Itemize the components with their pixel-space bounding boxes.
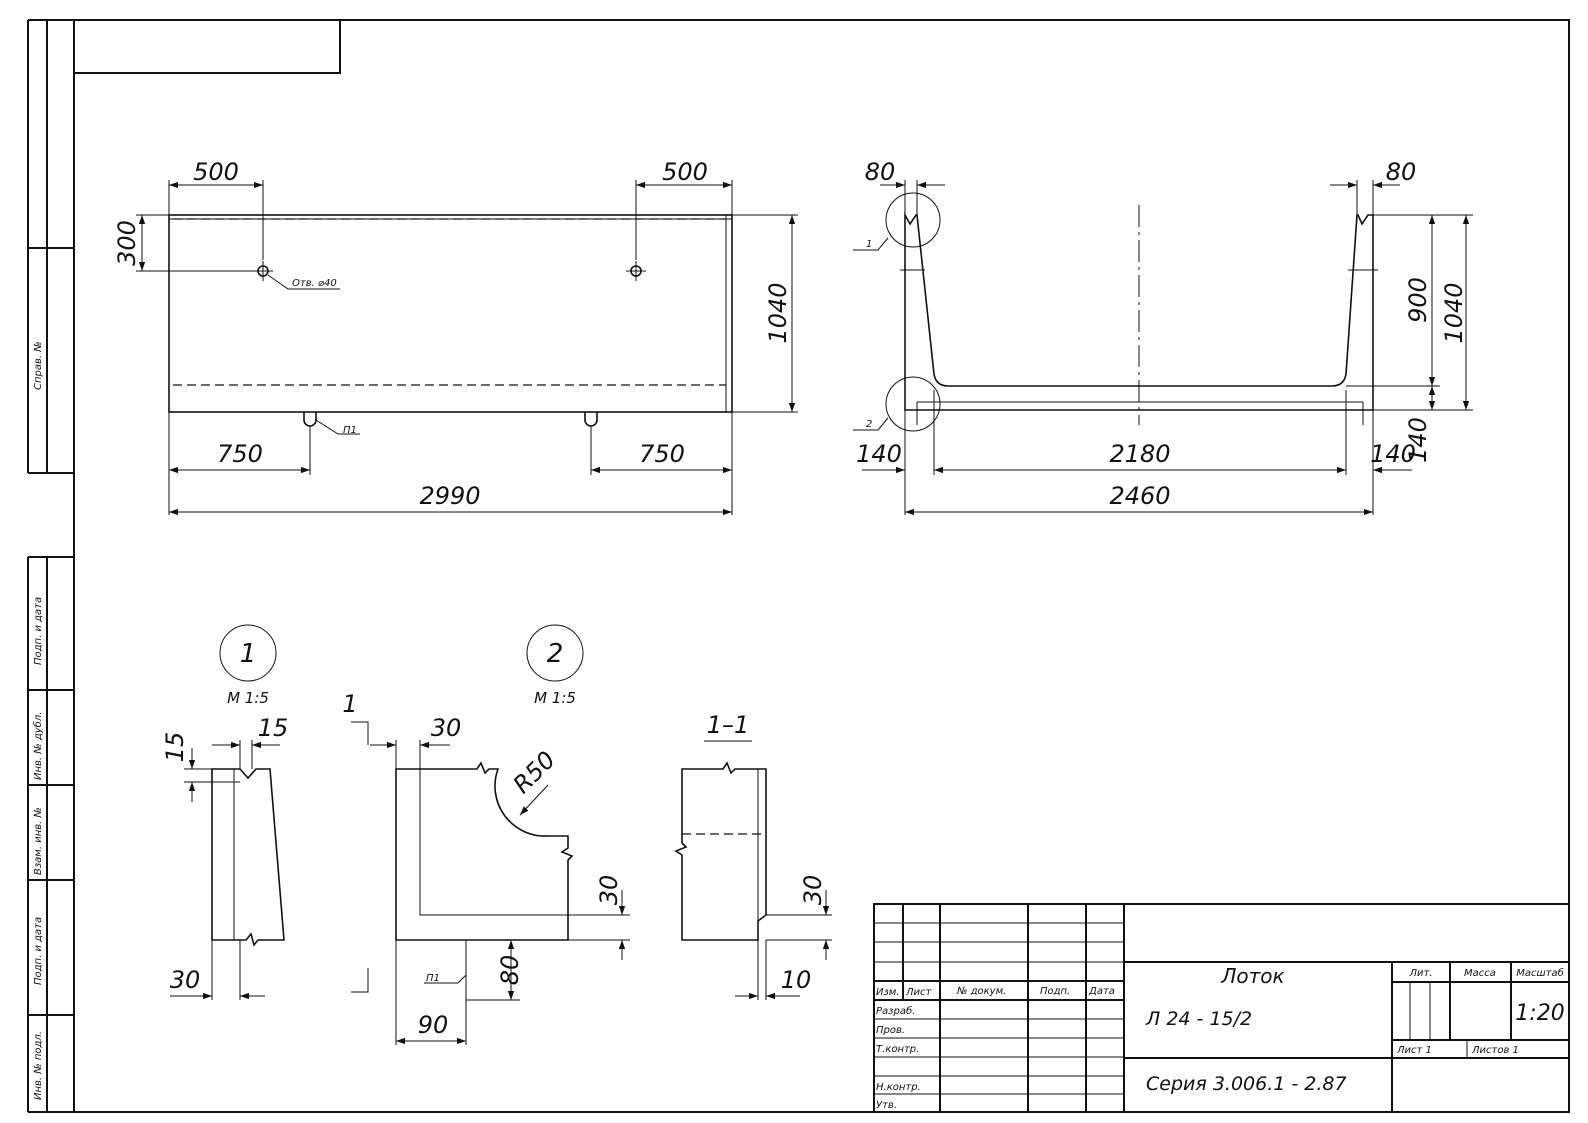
dim-section-1-1-bottom: 10: [781, 966, 812, 994]
tb-sheet: Лист 1: [1396, 1045, 1432, 1056]
dim-section-inner-height: 900: [1404, 277, 1432, 323]
dim-front-depth: 300: [113, 220, 141, 266]
callout-2-label: 2: [866, 419, 872, 430]
dim-front-right-hole: 500: [662, 158, 708, 186]
title-block: [873, 903, 1570, 1113]
dim-section-left-wall: 140: [856, 440, 902, 468]
product-code: Л 24 - 15/2: [1145, 1008, 1252, 1030]
side-stamp-replace: Взам. инв. №: [33, 807, 44, 875]
dim-detail-2-top: 30: [431, 714, 462, 742]
detail-1-scale: М 1:5: [227, 689, 269, 707]
dim-front-left-hole: 500: [193, 158, 239, 186]
dim-detail-1-width: 30: [170, 966, 201, 994]
detail-2-lug-note: П1: [426, 973, 440, 984]
dim-section-right-top: 80: [1386, 158, 1417, 186]
title-block-text: Изм. Лист № докум. Подп. Дата Разраб. Пр…: [876, 964, 1565, 1111]
tb-role-approved: Утв.: [876, 1100, 897, 1111]
callout-1-label: 1: [866, 239, 872, 250]
section-1-1-labels: 1–1 30 10: [707, 711, 827, 994]
side-stamp-sign-1: Подп. и дата: [33, 597, 44, 665]
tb-role-developer: Разраб.: [876, 1005, 915, 1017]
dim-section-1-1-side: 30: [799, 875, 827, 906]
dim-section-height: 1040: [1440, 282, 1468, 343]
tb-sheets: Листов 1: [1471, 1045, 1519, 1056]
front-view: [136, 180, 798, 516]
tb-role-checker: Пров.: [876, 1025, 905, 1036]
detail-2-scale: М 1:5: [534, 689, 576, 707]
detail-1-labels: 1 М 1:5 15 15 30: [161, 639, 288, 994]
detail-1-number: 1: [240, 639, 257, 669]
dim-section-width: 2460: [1109, 482, 1170, 510]
dim-detail-1-top: 15: [161, 732, 189, 763]
tb-scale-value: 1:20: [1515, 1001, 1564, 1026]
cross-section-view: [853, 180, 1473, 516]
side-stamp-sign-2: Подп. и дата: [33, 917, 44, 985]
side-stamp-orig: Инв. № подл.: [33, 1031, 44, 1100]
hole-note: Отв. ⌀40: [292, 278, 337, 289]
dim-detail-1-slope: 15: [258, 714, 289, 742]
side-stamp-dup: Инв. № дубл.: [32, 712, 44, 780]
series: Серия 3.006.1 - 2.87: [1146, 1073, 1347, 1095]
dim-detail-2-side: 30: [595, 875, 623, 906]
tb-header-date: Дата: [1088, 986, 1115, 997]
side-stamp-ref: Справ. №: [33, 341, 44, 390]
detail-2: [351, 624, 630, 1045]
section-1-1: [674, 740, 832, 1000]
dim-front-height: 1040: [764, 282, 792, 343]
dim-detail-2-width: 90: [418, 1011, 449, 1039]
tb-scale-header: Масштаб: [1516, 967, 1564, 979]
section-1-1-label: 1–1: [707, 711, 750, 739]
tb-header-sign: Подп.: [1040, 986, 1070, 997]
tb-role-norm-control: Н.контр.: [876, 1082, 921, 1093]
tb-header-doc: № докум.: [956, 986, 1006, 997]
section-cut-mark: 1: [342, 690, 357, 718]
tb-header-rev: Изм.: [876, 987, 900, 998]
side-stamp-labels: Справ. № Подп. и дата Инв. № дубл. Взам.…: [32, 341, 44, 1100]
dim-front-right-lug: 750: [639, 440, 685, 468]
product-name: Лоток: [1220, 964, 1284, 988]
tb-lit-header: Лит.: [1408, 968, 1432, 979]
tb-header-sheet: Лист: [905, 987, 933, 998]
dim-section-left-top: 80: [865, 158, 896, 186]
front-lug-note: П1: [343, 425, 357, 436]
dim-section-bottom: 140: [1404, 417, 1432, 463]
tb-role-tech-control: Т.контр.: [876, 1044, 919, 1055]
dim-section-inner-width: 2180: [1109, 440, 1170, 468]
detail-2-labels: 2 М 1:5 1 30 R50 30 80 90 П1: [342, 639, 623, 1039]
detail-1: [170, 624, 285, 1000]
dim-section-right-wall: 140: [1370, 440, 1416, 468]
tb-mass-header: Масса: [1464, 968, 1496, 979]
detail-2-number: 2: [547, 639, 564, 669]
sheet-frame: [27, 19, 1570, 1113]
dim-front-left-lug: 750: [217, 440, 263, 468]
dim-detail-2-lug: 80: [496, 955, 524, 986]
dim-front-length: 2990: [419, 482, 480, 510]
cross-section-dimensions: 80 80 900 1040 140 140 2180 140 2460 1 2: [856, 158, 1468, 510]
front-view-dimensions: 500 500 300 1040 750 750 2990 Отв. ⌀40 П…: [113, 158, 792, 510]
dim-detail-2-radius: R50: [508, 746, 561, 799]
